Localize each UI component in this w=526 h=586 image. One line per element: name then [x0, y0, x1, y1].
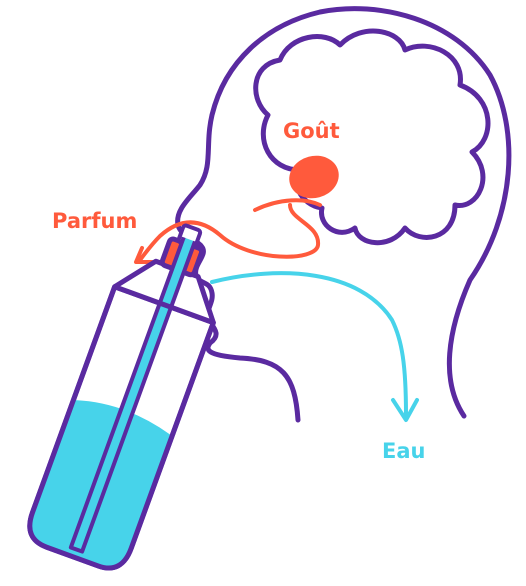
taste-label: Goût [283, 121, 340, 142]
water-arrow [212, 273, 406, 415]
water-label: Eau [382, 441, 425, 462]
bottle [23, 210, 241, 575]
scent-label: Parfum [52, 211, 137, 232]
taste-blob [284, 150, 343, 204]
